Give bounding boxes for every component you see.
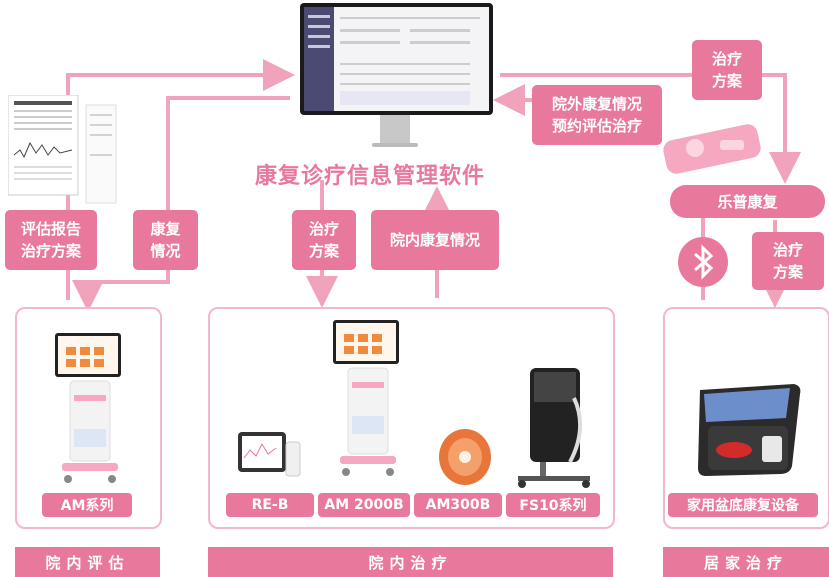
arrow-software-to-am [72,96,290,312]
software-title: 康复诊疗信息管理软件 [255,164,486,189]
assessment-report-thumbnail [8,95,117,204]
home-device-image [698,384,801,476]
am2000b-label: AM 2000B [318,493,410,517]
lepu-label: 乐普康复 [670,185,825,218]
reb-label: RE-B [226,493,314,517]
inhospital-status-label: 院内康复情况 [371,210,499,270]
software-monitor-image [300,3,493,147]
right-plan-top-label: 治疗 方案 [692,40,762,100]
arrow-software-to-lepu [500,73,801,184]
footer-assess: 院内评估 [15,547,160,577]
report-plan-label: 评估报告 治疗方案 [5,210,97,270]
am2000b-device-image [333,320,399,476]
bluetooth-icon [678,237,728,287]
lepu-device-image [663,124,761,174]
footer-home: 居家治疗 [663,547,829,577]
right-plan-low-label: 治疗 方案 [752,232,824,290]
am300b-label: AM300B [414,493,502,517]
am300b-device-image [439,429,491,485]
footer-treat: 院内治疗 [208,547,613,577]
rehab-status-label: 康复 情况 [133,210,198,270]
fs10-device-image [518,368,590,488]
outside-status-label: 院外康复情况 预约评估治疗 [532,85,662,145]
fs10-label: FS10系列 [506,493,600,517]
am-series-label: AM系列 [42,493,132,517]
home-device-label: 家用盆底康复设备 [668,493,818,517]
reb-device-image [238,432,301,477]
am-series-device-image [55,333,121,483]
center-plan-label: 治疗 方案 [292,210,356,270]
